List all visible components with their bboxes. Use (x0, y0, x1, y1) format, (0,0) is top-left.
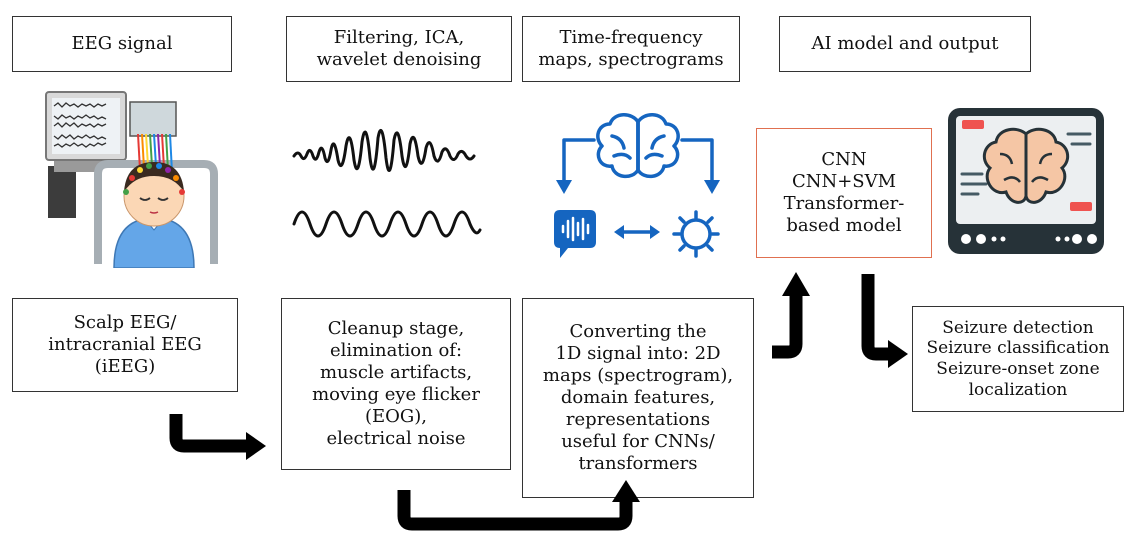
header-ai-model-line-1: AI model and output (811, 33, 999, 55)
converting-line-2: 1D signal into: 2D (555, 343, 721, 365)
model-line-4: based model (786, 214, 902, 236)
header-time-frequency-line-2: maps, spectrograms (538, 49, 724, 70)
header-filtering-line-1: Filtering, ICA, (333, 27, 465, 49)
arrow-model-to-output-head (888, 340, 908, 368)
header-ai-model: AI model and output (779, 16, 1031, 72)
model-line-1: CNN (821, 149, 867, 171)
output-line-1: Seizure detection (942, 317, 1094, 338)
header-eeg-signal-line-1: EEG signal (71, 33, 173, 55)
scalp-line-1: Scalp EEG/ (73, 312, 177, 334)
cleanup-line-1: Cleanup stage, (327, 318, 465, 340)
cleanup-line-2: elimination of: (329, 340, 463, 362)
converting-line-4: domain features, (560, 387, 716, 409)
converting-line-7: transformers (578, 452, 698, 474)
arrow-converting-to-model-head (782, 272, 810, 296)
header-filtering: Filtering, ICA, wavelet denoising (286, 16, 512, 82)
arrow-scalp-to-cleanup (169, 414, 248, 453)
scalp-line-3: (iEEG) (94, 355, 156, 377)
brain-audio-gear-icon (550, 100, 730, 270)
arrow-scalp-to-cleanup-head (246, 432, 266, 460)
arrow-model-to-output (861, 274, 890, 361)
cleanup-line-5: (EOG), (364, 405, 428, 427)
converting-line-6: useful for CNNs/ (561, 430, 715, 452)
model-line-3: Transformer- (783, 193, 905, 214)
eeg-patient-illustration (36, 88, 236, 268)
noisy-wave-icon (292, 129, 476, 172)
converting-line-3: maps (spectrogram), (542, 365, 734, 387)
header-time-frequency: Time-frequency maps, spectrograms (522, 16, 740, 82)
output-line-4: localization (968, 379, 1068, 400)
scalp-eeg-box: Scalp EEG/ intracranial EEG (iEEG) (12, 298, 238, 392)
waves-illustration (288, 112, 488, 262)
output-line-3: Seizure-onset zone (936, 359, 1100, 379)
clean-wave-icon (292, 210, 482, 238)
cleanup-line-3: muscle artifacts, (319, 362, 473, 384)
scalp-line-2: intracranial EEG (48, 334, 202, 356)
model-box: CNN CNN+SVM Transformer- based model (756, 128, 932, 258)
cleanup-line-4: moving eye flicker (312, 384, 480, 405)
model-line-2: CNN+SVM (791, 171, 897, 193)
converting-line-1: Converting the (569, 321, 707, 343)
cleanup-box: Cleanup stage, elimination of: muscle ar… (281, 298, 511, 470)
header-filtering-line-2: wavelet denoising (316, 49, 482, 70)
output-line-2: Seizure classification (926, 338, 1110, 359)
header-time-frequency-line-1: Time-frequency (559, 27, 703, 49)
brain-monitor-icon (944, 104, 1110, 260)
converting-box: Converting the 1D signal into: 2D maps (… (522, 298, 754, 498)
cleanup-line-6: electrical noise (326, 427, 466, 449)
output-box: Seizure detection Seizure classification… (912, 306, 1124, 412)
arrow-converting-to-model (772, 294, 803, 359)
converting-line-5: representations (565, 408, 711, 430)
header-eeg-signal: EEG signal (12, 16, 232, 72)
